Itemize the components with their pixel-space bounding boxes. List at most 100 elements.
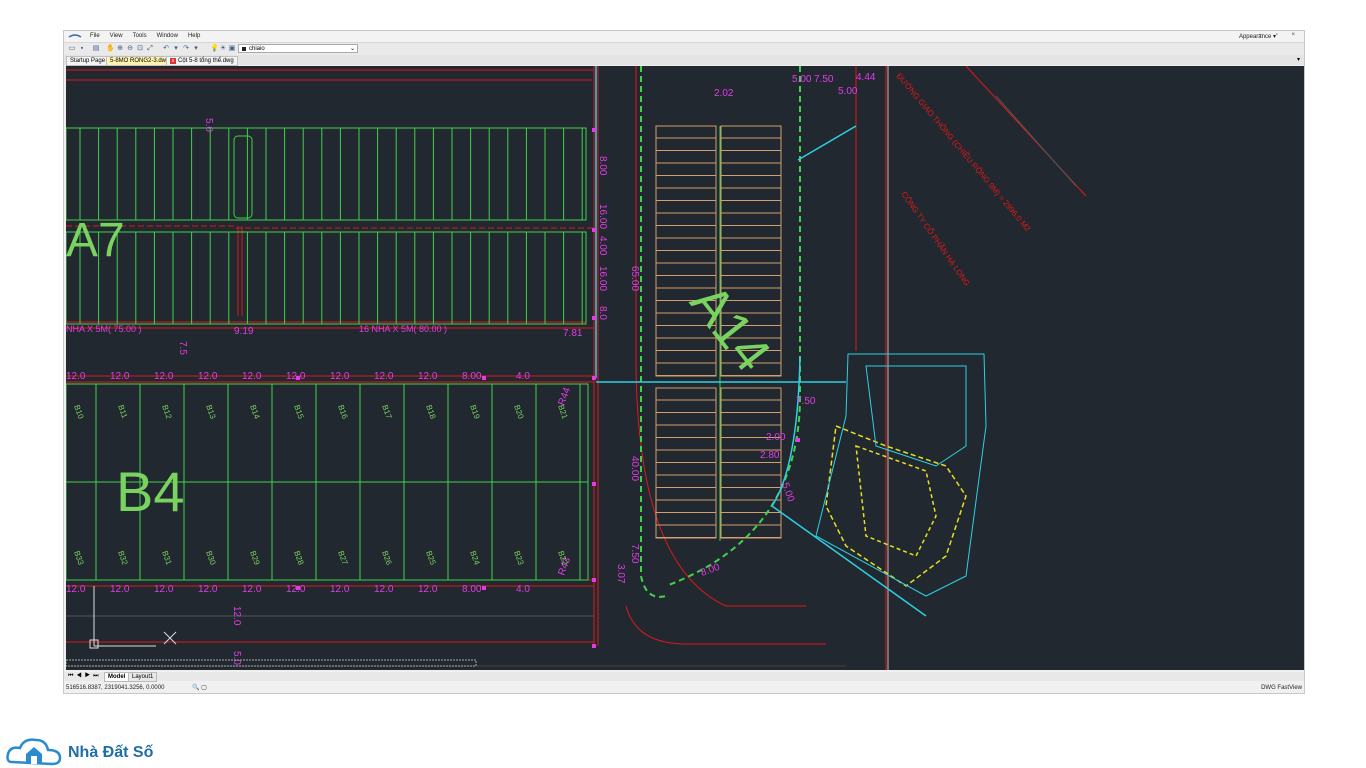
vdim-8-0: 8.0 [597,306,608,320]
zoom-in-icon[interactable]: ⊕ [117,45,123,52]
dimension-label: 12.0 [418,584,438,595]
redo-dropdown-icon[interactable]: ▾ [194,45,198,52]
lot-label: B18 [424,404,438,421]
tab-startup-page[interactable]: Startup Page [66,56,110,66]
dim-8-00-curve: 8.00 [699,562,721,579]
dim-2-80: 2.80 [760,450,780,461]
tab-model[interactable]: Model [104,672,130,682]
lot-label: B11 [116,404,129,420]
zoom-extents-icon[interactable]: ⤢ [147,45,153,52]
dimension-label: 12.0 [374,584,394,595]
layer-on-icon[interactable]: 💡 [210,45,219,52]
dim-5-0-top: 5.0 [203,118,214,132]
undo-icon[interactable]: ↶ [163,45,169,52]
dim-2-00: 2.00 [766,432,786,443]
snap-icon[interactable]: 🔍 ▢ [192,685,207,691]
menu-window[interactable]: Window [156,33,178,39]
window-controls[interactable]: – ▫ × [1258,32,1301,38]
dimension-label: 12.0 [418,371,438,382]
menu-view[interactable]: View [109,33,123,39]
vdim-16-00-b: 16.00 [597,266,608,291]
app-window: File View Tools Window Help Appearance ▾ – ▫… [63,30,1305,694]
zoom-window-icon[interactable]: ⊡ [137,45,143,52]
block-b4-lot-lines [66,384,588,580]
tabs-dropdown-icon[interactable]: ▾ [1296,57,1300,63]
lot-label: B19 [468,404,482,421]
dim-7-50-b: 7.50 [796,396,816,407]
dim-7-5: 7.5 [177,341,188,355]
block-a7-lot-lines [79,128,583,324]
dim-3-07: 3.07 [615,564,626,584]
layer-color-swatch [242,47,246,51]
ucs-icon [89,586,177,649]
zoom-out-icon[interactable]: ⊖ [127,45,133,52]
dimension-label: 12.0 [330,371,350,382]
lot-label: B31 [160,550,174,567]
save-icon[interactable]: ▪ [80,45,84,52]
label-a7: A7 [66,214,125,267]
lock-icon[interactable]: ▣ [228,45,236,52]
lot-label: B14 [248,404,262,421]
yellow-building [825,424,967,587]
status-bar: 516516.8387, 2319041.3256, 0.0000 🔍 ▢ DW… [64,683,1304,693]
lot-label: B17 [380,404,394,421]
lot-label: B28 [292,550,306,567]
close-icon[interactable]: x [170,58,176,64]
dimension-label: 12.0 [330,584,350,595]
lot-label: B25 [424,550,438,567]
menu-file[interactable]: File [90,33,100,39]
pan-icon[interactable]: ✋ [106,45,115,52]
lot-label: B33 [72,550,86,567]
dimension-label: 8.00 [462,371,482,382]
dimension-label: 12.0 [110,584,130,595]
cyan-boundaries [595,66,927,617]
hatch-strip [66,659,477,667]
watermark-logo: Nhà Đất Số [6,734,166,766]
lot-label: B32 [116,550,130,567]
dimension-label: 12.0 [198,371,218,382]
dimension-label: 12.0 [198,584,218,595]
lot-label: B21 [556,404,570,421]
label-b4: B4 [116,460,185,523]
lot-label: B10 [72,404,86,421]
drawing-canvas[interactable]: A7 B4 A14 16 NHA X 5M( 80.00 ) NHA X 5M(… [66,66,1304,670]
open-icon[interactable]: ▭ [68,45,76,52]
toolbar: ▭ ▪ ▤ ✋ ⊕ ⊖ ⊡ ⤢ ↶ ▾ ↷ ▾ 💡 ☀ ▣ chiaio ⌄ [64,42,1304,56]
print-icon[interactable]: ▤ [92,45,100,52]
tab-layout1[interactable]: Layout1 [128,672,158,682]
house-cloud-icon [6,738,62,766]
sun-icon[interactable]: ☀ [219,45,227,52]
menu-help[interactable]: Help [187,33,201,39]
block-a7-lots [66,127,587,325]
lot-label: B30 [204,550,218,567]
layer-select[interactable]: chiaio ⌄ [238,44,358,53]
tab-active-drawing[interactable]: 5-8MO RONG2-3.dwg [106,56,174,66]
vdim-4-00: 4.00 [597,236,608,256]
app-logo-icon [68,34,82,38]
lot-label: B23 [512,550,526,567]
layer-select-value: chiaio [249,46,265,52]
layout-nav-buttons[interactable]: ⏮◀▶⏭ [68,673,102,679]
block-a14-lot-lines [656,137,781,538]
label-a14: A14 [679,274,782,383]
dim-5-0-bottom: 5.0 [231,651,242,665]
app-name: DWG FastView [1261,685,1302,691]
dimension-label: 12.0 [66,371,86,382]
chevron-down-icon: ⌄ [349,46,355,52]
undo-dropdown-icon[interactable]: ▾ [174,45,178,52]
cad-drawing: A7 B4 A14 16 NHA X 5M( 80.00 ) NHA X 5M(… [66,66,1087,670]
dimension-label: 12.0 [154,371,174,382]
survey-markers [296,128,800,648]
appearance-menu[interactable]: Appearance ▾ [1238,34,1276,40]
dimension-label: 12.0 [242,371,262,382]
lot-label: B16 [336,404,350,421]
road-boundaries [66,66,1087,670]
green-dashed-curve [665,66,801,587]
redo-icon[interactable]: ↷ [183,45,189,52]
menu-tools[interactable]: Tools [132,33,147,39]
